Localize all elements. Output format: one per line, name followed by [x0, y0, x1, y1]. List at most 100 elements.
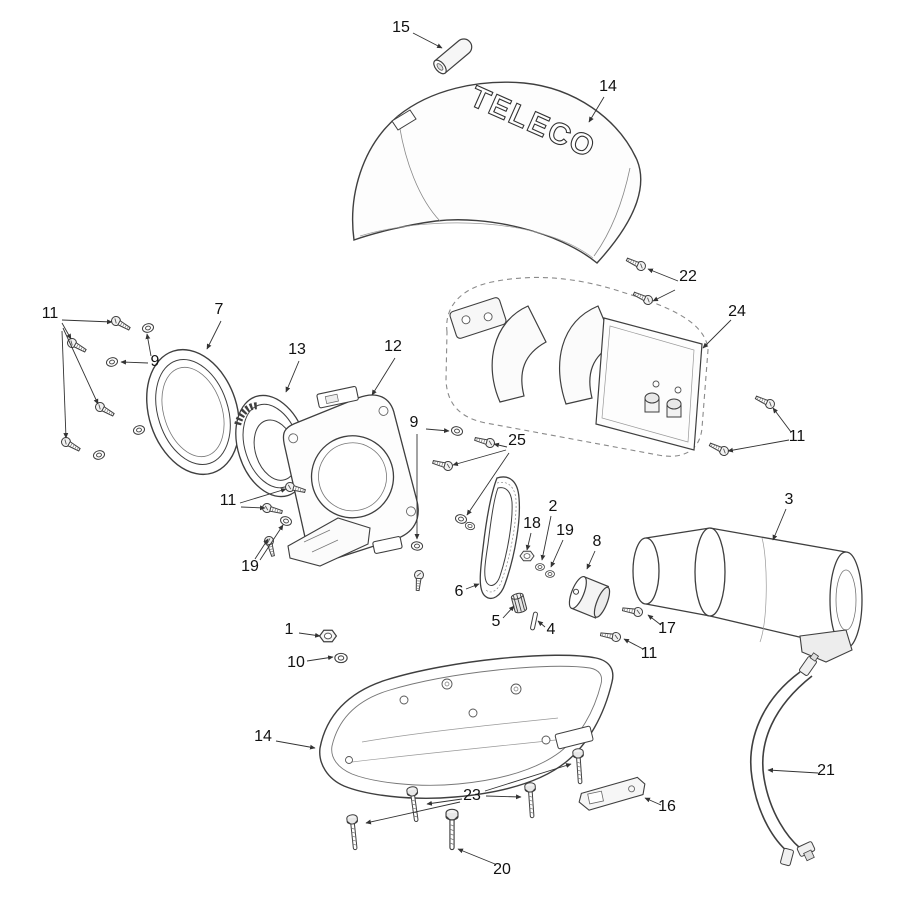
part-label-4: 4: [546, 621, 556, 638]
part-label-18: 18: [523, 515, 541, 532]
washer-fastener: [334, 652, 348, 664]
leader-line: [365, 801, 461, 825]
washer-fastener: [105, 355, 119, 369]
leader-line: [652, 289, 676, 302]
pinion-gear-5: [510, 592, 528, 614]
saddle-right: [559, 305, 615, 405]
washer-fastener: [454, 512, 468, 526]
leader-line: [586, 550, 596, 570]
leader-line: [540, 515, 552, 561]
leader-line: [647, 268, 679, 282]
part-label-11-left: 11: [41, 305, 59, 322]
washer-fastener: [141, 321, 155, 335]
part-label-5: 5: [491, 613, 501, 630]
saddle-left: [491, 305, 547, 403]
leader-line: [485, 794, 522, 800]
leader-line: [306, 655, 334, 662]
part-label-1: 1: [284, 621, 294, 638]
screw-fastener: [631, 288, 655, 307]
leader-line: [259, 524, 284, 561]
part-label-11-motor: 11: [640, 645, 658, 662]
washer-fastener: [278, 514, 294, 528]
part-label-9-left: 9: [150, 353, 160, 370]
leader-line: [493, 442, 508, 448]
part-label-14-bottom: 14: [254, 728, 272, 745]
leader-line: [537, 620, 546, 628]
part-label-3: 3: [784, 491, 794, 508]
leader-line: [61, 319, 113, 325]
leader-line: [425, 428, 450, 434]
cable-connector: [796, 841, 816, 862]
part-label-8: 8: [592, 533, 602, 550]
leader-line: [240, 505, 266, 511]
part-label-11-mid: 11: [219, 492, 237, 509]
washer-fastener: [92, 448, 106, 462]
motor-8: [568, 575, 611, 619]
leader-line: [772, 407, 792, 433]
screw-fastener: [262, 534, 278, 558]
coax-connectors: [644, 380, 682, 418]
leader-line: [647, 614, 662, 626]
belt-6: [479, 476, 521, 599]
part-label-6: 6: [454, 583, 464, 600]
screw-fastener: [624, 254, 648, 273]
bolt-fastener: [345, 813, 361, 851]
washer-fastener: [410, 540, 424, 552]
screw-fastener: [260, 501, 284, 517]
screw-fastener: [621, 604, 644, 618]
part-label-19-right: 19: [556, 522, 574, 539]
leader-line: [61, 330, 69, 439]
leader-line: [412, 32, 443, 49]
part-label-17: 17: [658, 620, 676, 637]
leader-layer: [61, 32, 819, 865]
part-label-12: 12: [384, 338, 402, 355]
cylinder-assembly-3: [632, 527, 863, 663]
part-label-2: 2: [548, 498, 558, 515]
cable-connector: [799, 652, 820, 676]
washer-fastener: [132, 423, 146, 437]
cable-harness-21: [750, 652, 820, 867]
leader-line: [254, 538, 269, 560]
part-label-9-mid: 9: [409, 414, 419, 431]
leader-line: [767, 767, 819, 774]
washer-fastener: [450, 424, 464, 438]
part-label-19-left: 19: [241, 558, 259, 575]
part-label-24: 24: [728, 303, 746, 320]
leader-line: [206, 320, 222, 350]
cable-connector: [780, 847, 794, 867]
leader-line: [465, 583, 480, 590]
leader-line: [145, 333, 152, 357]
leader-line: [502, 605, 515, 619]
leader-line: [623, 638, 644, 650]
part-label-23: 23: [463, 787, 481, 804]
leader-line: [550, 539, 564, 568]
leader-line: [484, 763, 572, 792]
shaft-pin-4: [530, 611, 538, 631]
screw-fastener: [431, 457, 455, 473]
part-label-7: 7: [214, 301, 224, 318]
nut-fastener: [519, 550, 535, 562]
screw-fastener: [707, 439, 731, 458]
leader-line: [772, 508, 787, 541]
screw-fastener: [65, 336, 89, 356]
leader-line: [588, 96, 605, 123]
screw-fastener: [753, 392, 777, 411]
leader-line: [298, 632, 321, 638]
leader-line: [466, 452, 510, 516]
part-label-10: 10: [287, 654, 305, 671]
part-label-16: 16: [658, 798, 676, 815]
chassis-assembly-24: [445, 276, 709, 457]
part-label-13: 13: [288, 341, 306, 358]
leader-line: [525, 532, 532, 551]
washer-fastener: [535, 563, 545, 571]
washer-fastener: [464, 520, 476, 532]
pin-15: [433, 38, 473, 75]
outer-ring-7: [146, 348, 240, 476]
part-label-22: 22: [679, 268, 697, 285]
screw-fastener: [473, 434, 497, 450]
gear-housing-12: [282, 385, 419, 561]
part-label-14-top: 14: [599, 78, 617, 95]
leader-line: [426, 798, 463, 806]
screw-fastener: [109, 314, 133, 334]
